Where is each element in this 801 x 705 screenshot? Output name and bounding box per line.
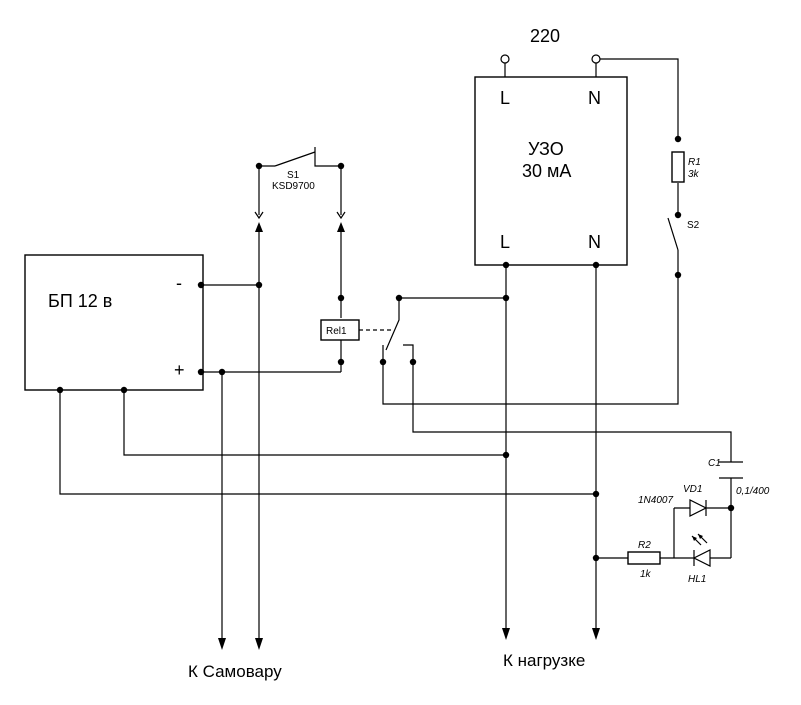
capacitor-c1: C1 0,1/400 [708,458,770,497]
rcd-in-l-label: L [500,88,510,108]
switch-s2: S2 [667,217,700,251]
c1-name: C1 [708,458,721,469]
relay-rel1: Rel1 [320,319,360,341]
diode-vd1: VD1 1N4007 [638,484,708,517]
vd1-model: 1N4007 [638,495,673,506]
mains-terminal-l [500,54,510,77]
rcd-out-n-label: N [588,232,601,252]
hl1-name: HL1 [688,574,706,585]
samovar-output-label: К Самовару [188,662,282,681]
rcd-out-l-label: L [500,232,510,252]
vd1-name: VD1 [683,484,702,495]
s1-name: S1 [287,170,300,181]
rcd-title: УЗО [528,139,564,159]
c1-value: 0,1/400 [736,486,770,497]
rcd-block: L N УЗО 30 мА L N [474,76,628,266]
wiring [59,58,732,640]
r2-name: R2 [638,540,651,551]
relay-name: Rel1 [326,326,347,337]
mains-voltage-label: 220 [530,26,560,46]
psu-block: БП 12 в - + [24,254,204,391]
load-output-label: К нагрузке [503,651,585,670]
rcd-rating: 30 мА [522,161,571,181]
mains-terminal-n [591,54,601,77]
output-arrows [218,628,600,650]
s1-thermal-switch: S1 KSD9700 [254,170,346,232]
r2-value: 1k [640,569,652,580]
resistor-r2: R2 1k [627,540,661,580]
psu-plus-label: + [174,360,185,380]
led-hl1: HL1 [688,533,711,585]
psu-minus-label: - [176,273,182,293]
r1-name: R1 [688,157,701,168]
psu-label: БП 12 в [48,291,112,311]
r1-value: 3k [688,169,700,180]
s2-name: S2 [687,220,700,231]
s1-model: KSD9700 [272,181,315,192]
junction-dots [56,135,735,562]
resistor-r1: R1 3k [671,151,701,183]
rcd-in-n-label: N [588,88,601,108]
